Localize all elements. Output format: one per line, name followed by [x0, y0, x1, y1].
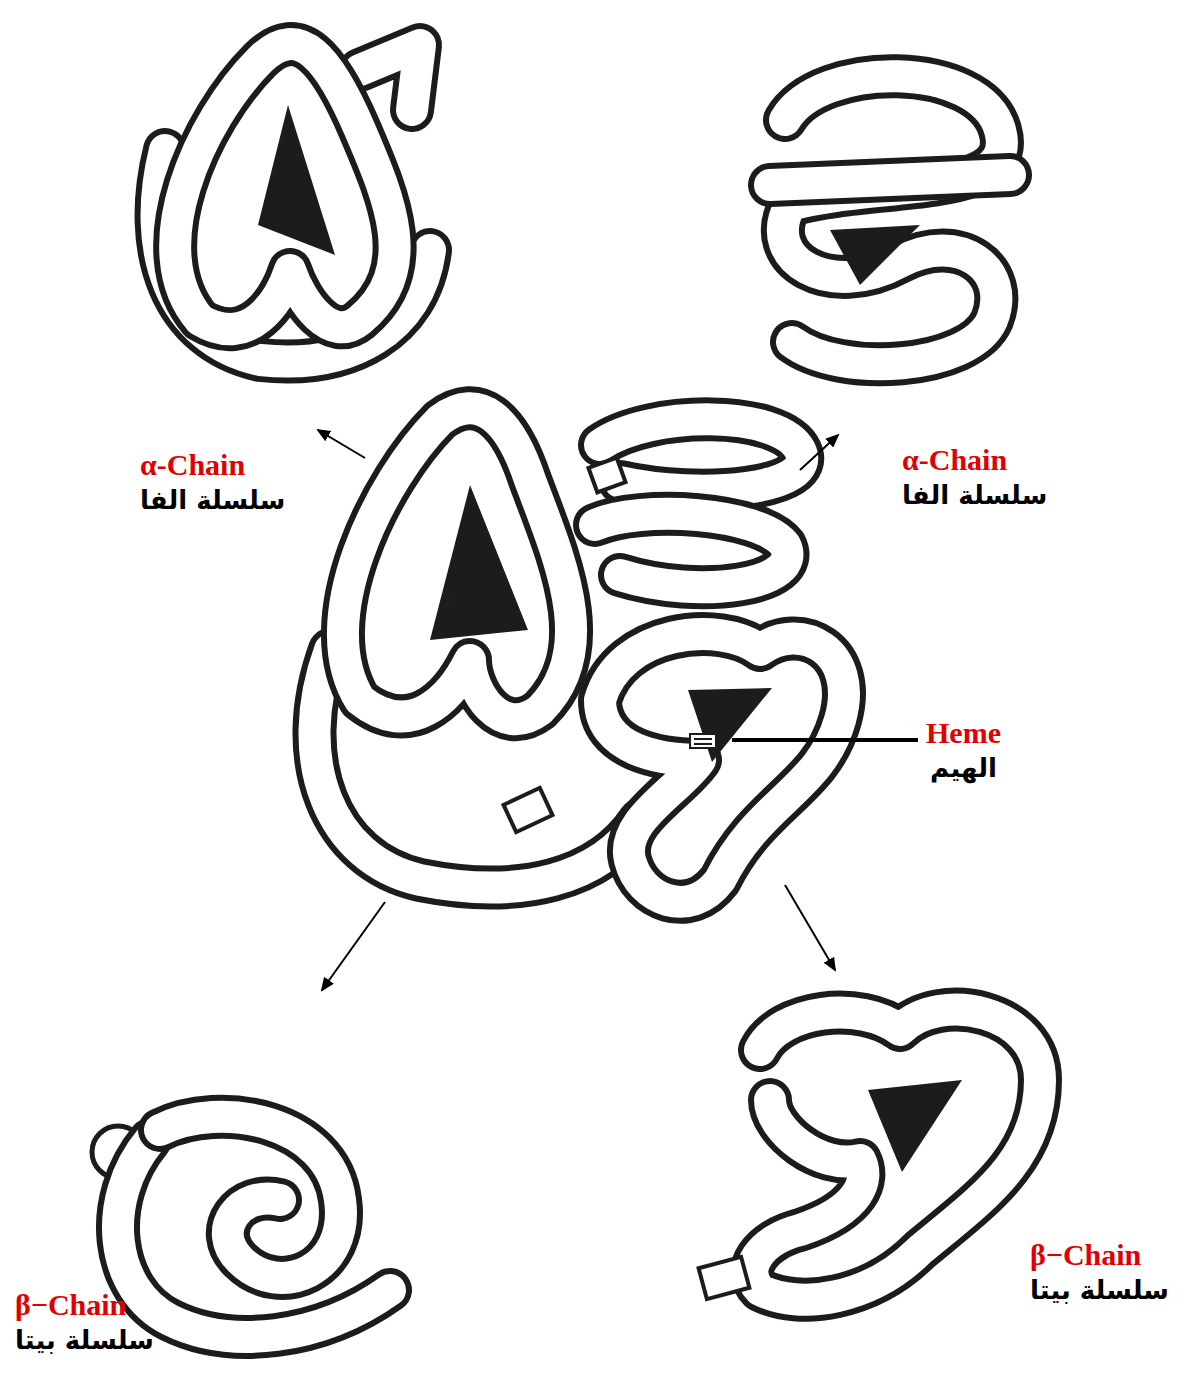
chain-label-arabic: سلسلة الفا [140, 486, 285, 516]
heme-label: Heme [926, 716, 1001, 751]
chain-label: α-Chain [902, 443, 1007, 478]
chain-label: β−Chain [15, 1288, 126, 1323]
chain-label-arabic: سلسلة بيتا [1030, 1276, 1169, 1306]
chain-label: β−Chain [1030, 1238, 1141, 1273]
chain-label: α-Chain [140, 448, 245, 483]
heme-label-arabic: الهيم [930, 754, 997, 784]
chain-label-arabic: سلسلة الفا [902, 481, 1047, 511]
chain-label-arabic: سلسلة بيتا [15, 1326, 154, 1356]
